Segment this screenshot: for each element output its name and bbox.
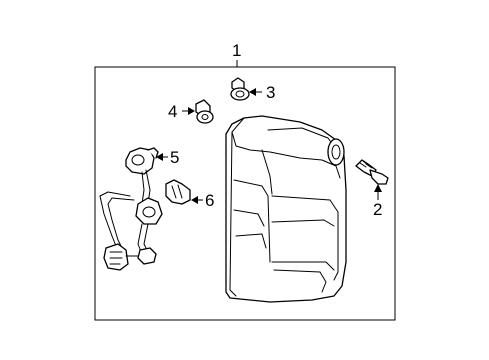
callout-5-arrow <box>156 153 163 161</box>
callout-6-arrow <box>191 196 198 204</box>
bolt <box>355 159 389 185</box>
callout-4-arrow <box>188 107 195 115</box>
callout-1-label: 1 <box>232 41 241 60</box>
clip <box>230 77 250 101</box>
bulb <box>165 179 191 205</box>
callout-5-label: 5 <box>170 148 179 167</box>
callout-4-label: 4 <box>168 102 177 121</box>
bulb-socket <box>125 147 159 175</box>
tail-lamp-housing <box>225 115 347 303</box>
callout-3-label: 3 <box>266 83 275 102</box>
assembly-frame <box>94 66 396 321</box>
callout-2-label: 2 <box>373 200 382 219</box>
wiring-harness <box>99 169 163 271</box>
grommet <box>195 99 214 124</box>
callout-3-arrow <box>249 88 256 96</box>
callout-6-label: 6 <box>205 191 214 210</box>
callout-2-arrow <box>374 184 382 192</box>
